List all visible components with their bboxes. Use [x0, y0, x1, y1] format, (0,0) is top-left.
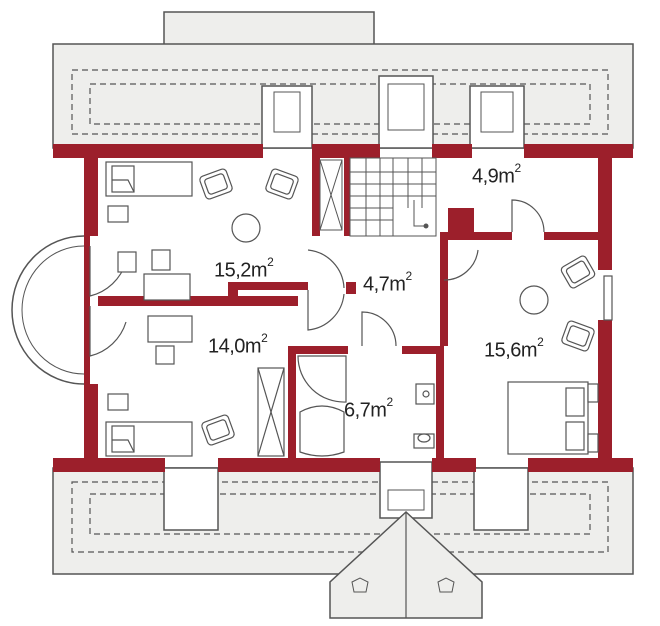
room-area-label: 14,0m2	[208, 331, 268, 358]
walls	[53, 144, 633, 472]
room-area-label: 6,7m2	[344, 395, 393, 422]
staircase	[319, 157, 437, 237]
furniture	[105, 161, 613, 457]
room-area-label: 15,6m2	[484, 335, 544, 362]
bay-window	[11, 235, 85, 385]
room-area-label: 4,9m2	[472, 161, 521, 188]
doors	[89, 199, 545, 357]
roof-north	[52, 11, 634, 149]
roof-south	[52, 461, 634, 619]
room-area-label: 15,2m2	[214, 255, 274, 282]
room-area-label: 4,7m2	[363, 269, 412, 296]
